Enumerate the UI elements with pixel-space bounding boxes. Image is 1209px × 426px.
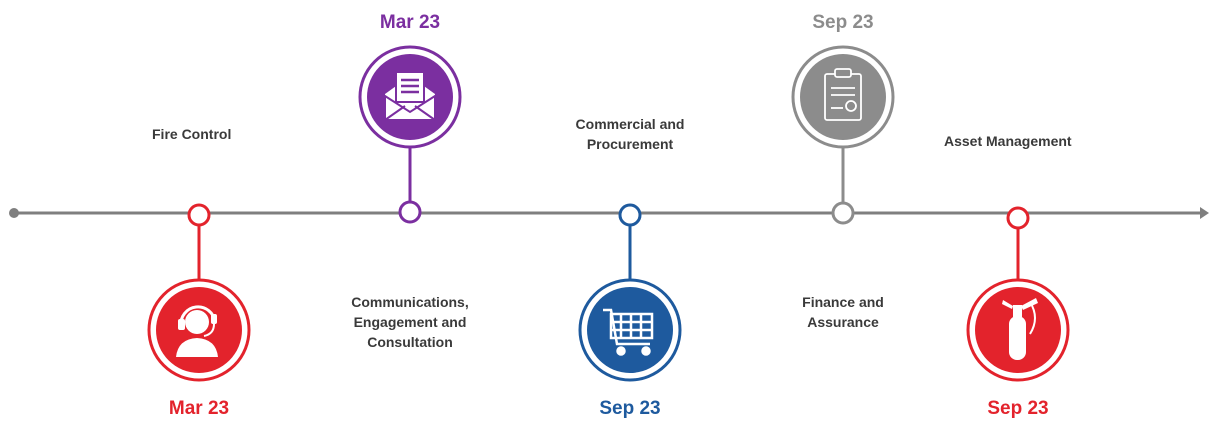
headset-operator-icon bbox=[176, 305, 218, 357]
shopping-cart-icon bbox=[603, 308, 654, 356]
axis-end-arrow bbox=[1200, 207, 1209, 219]
label-line: Finance and bbox=[802, 294, 884, 310]
envelope-letter-icon bbox=[384, 71, 436, 121]
date-fire-control: Mar 23 bbox=[168, 398, 230, 419]
date-commercial: Sep 23 bbox=[599, 398, 661, 419]
date-communications: Mar 23 bbox=[379, 12, 441, 33]
milestone-asset bbox=[966, 206, 1070, 382]
label-line: Procurement bbox=[586, 136, 674, 152]
milestone-finance bbox=[791, 45, 895, 225]
label-finance: Finance and Assurance bbox=[778, 292, 908, 332]
date-asset: Sep 23 bbox=[987, 398, 1049, 419]
label-commercial: Commercial and Procurement bbox=[550, 114, 710, 154]
label-asset: Asset Management bbox=[944, 133, 1072, 149]
label-fire-control: Fire Control bbox=[152, 126, 232, 142]
milestone-node bbox=[187, 203, 211, 227]
fire-extinguisher-icon bbox=[1002, 298, 1038, 360]
milestone-node bbox=[1006, 206, 1030, 230]
label-line: Assurance bbox=[807, 314, 879, 330]
milestone-communications bbox=[358, 45, 462, 224]
date-finance: Sep 23 bbox=[812, 12, 874, 33]
label-line: Communications, bbox=[351, 294, 469, 310]
label-line: Commercial and bbox=[575, 116, 685, 132]
axis-start-dot bbox=[9, 208, 19, 218]
label-communications: Communications, Engagement and Consultat… bbox=[322, 292, 498, 352]
milestone-fire-control bbox=[147, 203, 251, 382]
milestone-commercial bbox=[578, 203, 682, 382]
milestone-node bbox=[398, 200, 422, 224]
label-line: Consultation bbox=[367, 334, 453, 350]
timeline-axis bbox=[9, 207, 1209, 219]
clipboard-document-icon bbox=[824, 68, 862, 121]
milestone-node bbox=[618, 203, 642, 227]
milestone-node bbox=[831, 201, 855, 225]
label-line: Engagement and bbox=[353, 314, 467, 330]
